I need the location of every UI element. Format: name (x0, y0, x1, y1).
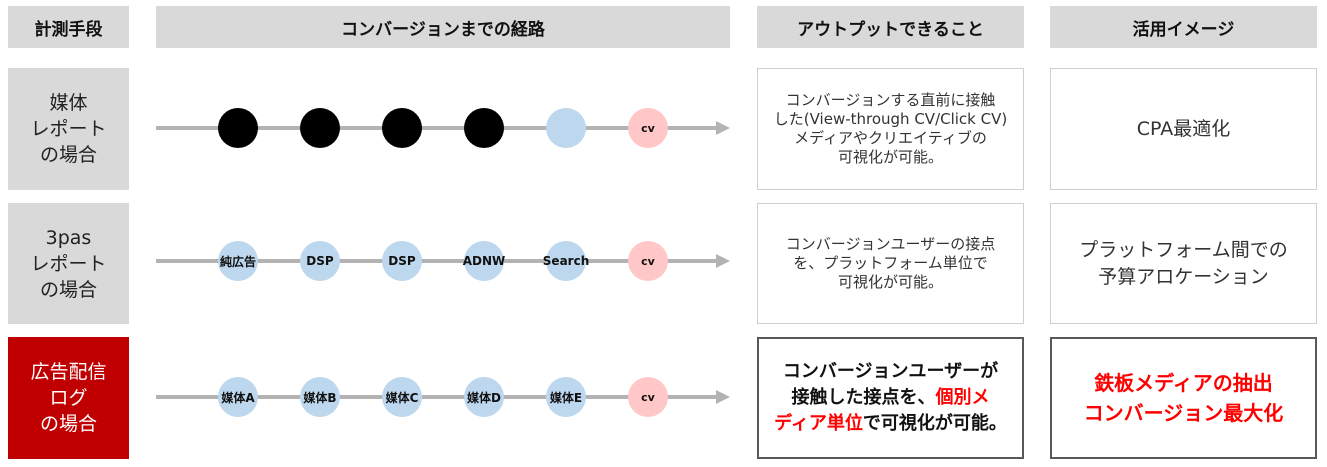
conversion-node: cv (628, 108, 668, 148)
row-label-ad-log: 広告配信 ログ の場合 (8, 337, 129, 459)
path-track-media-report: cv (156, 105, 730, 151)
arrow-right-icon (716, 254, 730, 268)
output-text-pre: コンバージョンユーザーが 接触した接点を、 (782, 361, 999, 408)
header-usage: 活用イメージ (1050, 6, 1317, 48)
usage-box-3pas-report: プラットフォーム間での 予算アロケーション (1050, 203, 1317, 324)
usage-text-ad-log: 鉄板メディアの抽出 コンバージョン最大化 (1083, 371, 1284, 425)
arrow-right-icon (716, 121, 730, 135)
touchpoint-node: ADNW (463, 241, 505, 281)
touchpoint-node (464, 108, 504, 148)
touchpoint-node (300, 108, 340, 148)
touchpoint-node: 媒体E (546, 377, 586, 417)
path-track-3pas-report: 純広告 DSP DSP ADNW Search cv (156, 238, 730, 284)
touchpoint-node: 媒体C (382, 377, 422, 417)
output-box-ad-log: コンバージョンユーザーが 接触した接点を、個別メ ディア単位で可視化が可能。 (757, 337, 1024, 459)
path-line (156, 126, 718, 130)
output-text-ad-log: コンバージョンユーザーが 接触した接点を、個別メ ディア単位で可視化が可能。 (774, 359, 1007, 437)
touchpoint-node (382, 108, 422, 148)
touchpoint-node (546, 108, 586, 148)
touchpoint-node: 媒体D (464, 377, 504, 417)
output-text-emphasis: 個別メ ディア単位 (774, 387, 990, 434)
row-label-3pas-report: 3pas レポート の場合 (8, 203, 129, 324)
touchpoint-node (218, 108, 258, 148)
touchpoint-node: 媒体A (218, 377, 258, 417)
header-path: コンバージョンまでの経路 (156, 6, 730, 48)
path-track-ad-log: 媒体A 媒体B 媒体C 媒体D 媒体E cv (156, 374, 730, 420)
output-box-media-report: コンバージョンする直前に接触 した(View-through CV/Click … (757, 68, 1024, 190)
touchpoint-node: Search (543, 241, 589, 281)
touchpoint-node: 媒体B (300, 377, 340, 417)
usage-box-media-report: CPA最適化 (1050, 68, 1317, 190)
row-label-media-report: 媒体 レポート の場合 (8, 68, 129, 190)
arrow-right-icon (716, 390, 730, 404)
conversion-node: cv (628, 377, 668, 417)
touchpoint-node: DSP (382, 241, 422, 281)
output-box-3pas-report: コンバージョンユーザーの接点 を、プラットフォーム単位で 可視化が可能。 (757, 203, 1024, 324)
header-output: アウトプットできること (757, 6, 1024, 48)
touchpoint-node: DSP (300, 241, 340, 281)
output-text-post: で可視化が可能。 (862, 413, 1007, 434)
usage-box-ad-log: 鉄板メディアの抽出 コンバージョン最大化 (1050, 337, 1317, 459)
touchpoint-node: 純広告 (218, 241, 258, 281)
conversion-node: cv (628, 241, 668, 281)
path-line (156, 395, 718, 399)
header-method: 計測手段 (8, 6, 129, 48)
path-line (156, 259, 718, 263)
